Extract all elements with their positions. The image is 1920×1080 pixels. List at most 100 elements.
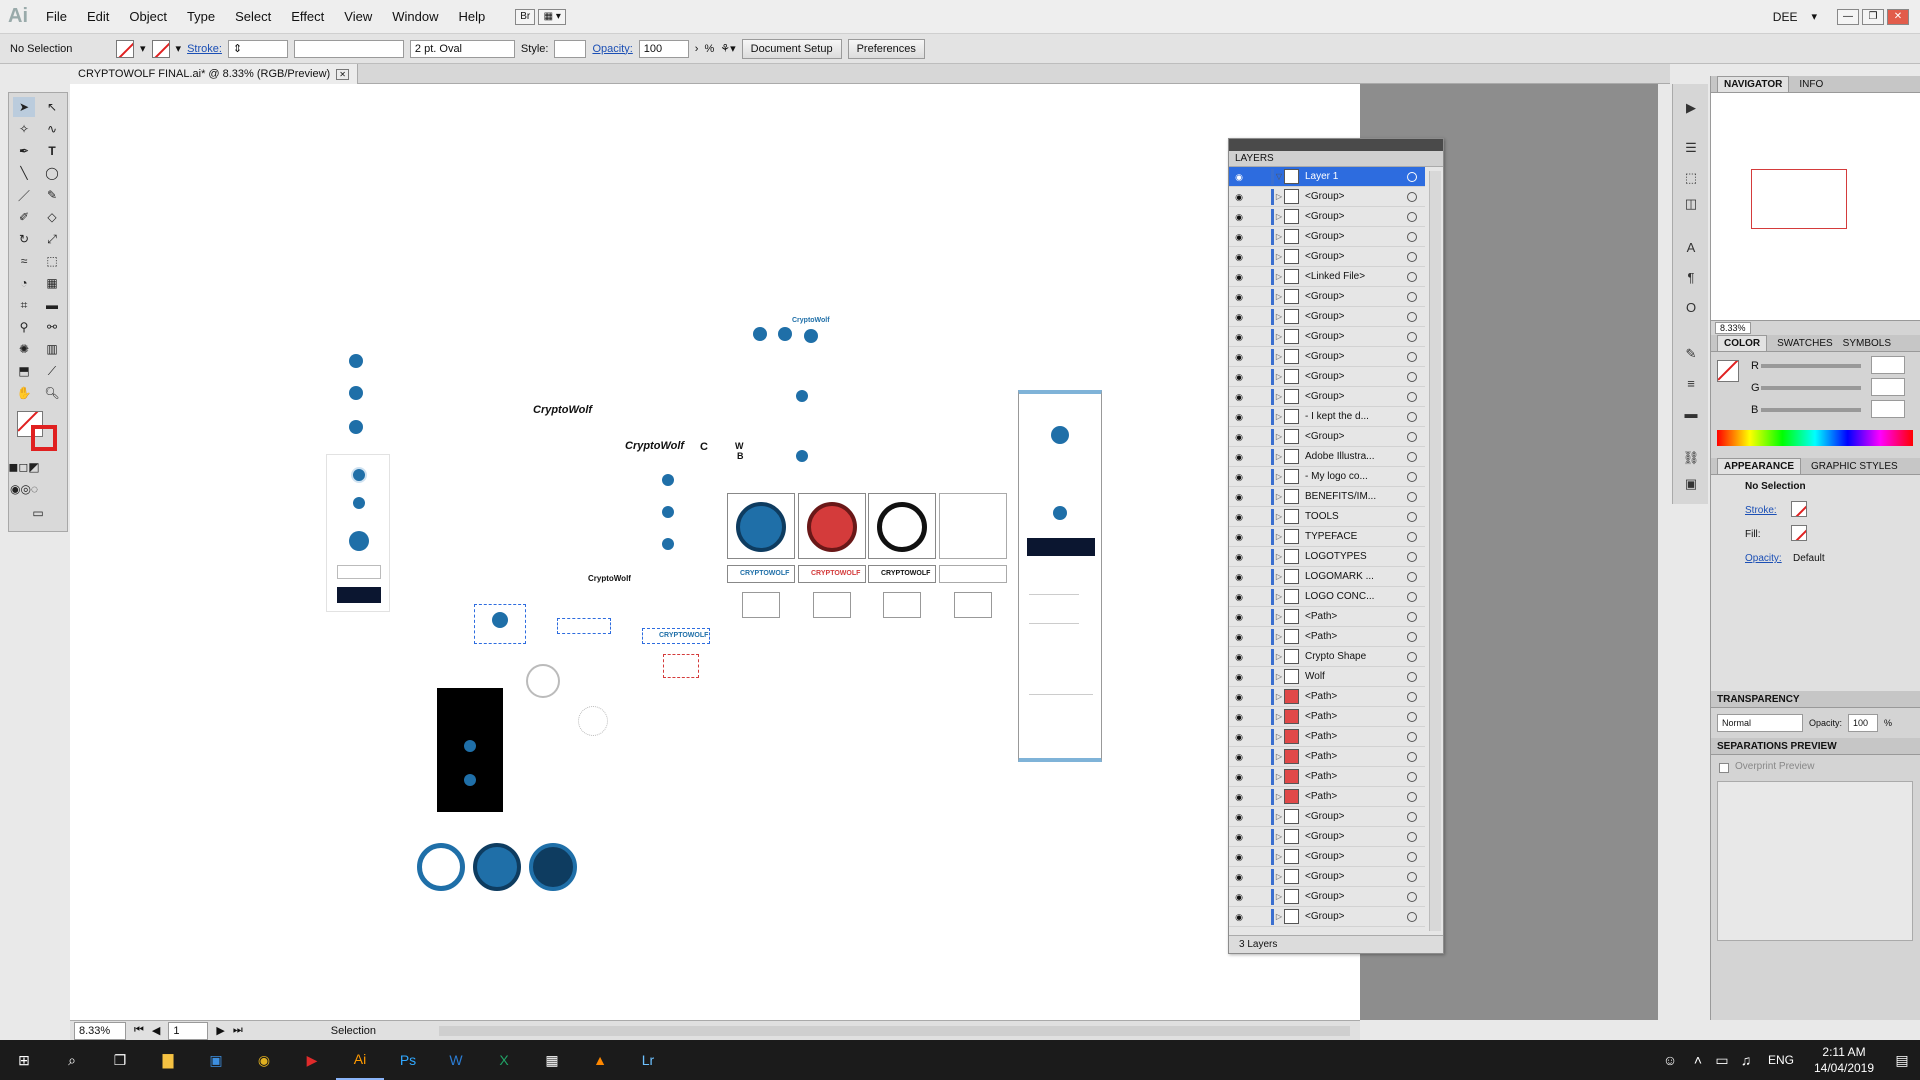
layer-row[interactable]: ◉▷<Path>: [1229, 687, 1425, 707]
expand-triangle-icon[interactable]: ▷: [1275, 332, 1283, 341]
tab-color[interactable]: COLOR: [1717, 335, 1768, 351]
layers-tab[interactable]: LAYERS: [1229, 151, 1443, 167]
layers-scrollbar[interactable]: [1429, 171, 1441, 931]
store-icon[interactable]: ▣: [209, 1051, 223, 1068]
pencil-icon[interactable]: ✎: [46, 188, 58, 202]
color-r-slider[interactable]: [1761, 364, 1861, 368]
layer-row[interactable]: ◉▷<Group>: [1229, 367, 1425, 387]
close-button[interactable]: ✕: [1887, 8, 1909, 25]
target-circle-icon[interactable]: [1407, 371, 1417, 382]
expand-triangle-icon[interactable]: ▷: [1275, 532, 1283, 541]
tab-appearance[interactable]: APPEARANCE: [1717, 458, 1802, 474]
start-icon[interactable]: ⊞: [18, 1051, 30, 1068]
color-b-field[interactable]: [1871, 400, 1905, 418]
target-circle-icon[interactable]: [1407, 671, 1417, 682]
layer-row[interactable]: ◉▷<Path>: [1229, 767, 1425, 787]
hand-tool-icon[interactable]: ✋: [16, 386, 32, 400]
image-trace-icon[interactable]: ▣: [1684, 476, 1698, 491]
target-circle-icon[interactable]: [1407, 551, 1417, 562]
layer-row[interactable]: ◉▷- My logo co...: [1229, 467, 1425, 487]
last-artboard-icon[interactable]: ⏭: [232, 1024, 243, 1036]
brush-field[interactable]: 2 pt. Oval: [409, 39, 515, 58]
visibility-eye-icon[interactable]: ◉: [1235, 391, 1243, 402]
workspace-dropdown-icon[interactable]: ▾: [1811, 11, 1817, 23]
paintbrush-icon[interactable]: ／: [17, 188, 30, 203]
menu-edit[interactable]: Edit: [86, 8, 110, 24]
tab-navigator[interactable]: NAVIGATOR: [1717, 76, 1790, 92]
stroke-swatch[interactable]: [151, 39, 170, 58]
appearance-stroke-swatch[interactable]: [1791, 501, 1807, 517]
document-setup-button[interactable]: Document Setup: [741, 38, 842, 59]
visibility-eye-icon[interactable]: ◉: [1235, 651, 1243, 662]
expand-triangle-icon[interactable]: ▷: [1275, 712, 1283, 721]
expand-triangle-icon[interactable]: ▷: [1275, 772, 1283, 781]
task-view-icon[interactable]: ❐: [113, 1051, 127, 1068]
layer-row-layer-1[interactable]: ◉▽Layer 1: [1229, 167, 1425, 187]
expand-triangle-icon[interactable]: ▷: [1275, 252, 1283, 261]
people-icon[interactable]: ☺: [1662, 1052, 1678, 1068]
visibility-eye-icon[interactable]: ◉: [1235, 831, 1243, 842]
layer-row[interactable]: ◉▷<Path>: [1229, 607, 1425, 627]
layer-row[interactable]: ◉▷<Group>: [1229, 307, 1425, 327]
recolor-icon[interactable]: ⚘▾: [720, 43, 736, 55]
visibility-eye-icon[interactable]: ◉: [1235, 291, 1243, 302]
layer-row[interactable]: ◉▷<Path>: [1229, 707, 1425, 727]
pen-tool-icon[interactable]: ✒: [18, 144, 30, 158]
visibility-eye-icon[interactable]: ◉: [1235, 691, 1243, 702]
visibility-eye-icon[interactable]: ◉: [1235, 271, 1243, 282]
visibility-eye-icon[interactable]: ◉: [1235, 771, 1243, 782]
stroke-color-icon[interactable]: [31, 425, 57, 451]
layer-row[interactable]: ◉▷<Path>: [1229, 747, 1425, 767]
target-circle-icon[interactable]: [1407, 531, 1417, 542]
symbol-sprayer-icon[interactable]: ✺: [18, 342, 30, 356]
target-circle-icon[interactable]: [1407, 311, 1417, 322]
fill-stroke-swatches[interactable]: [17, 411, 57, 451]
appearance-fill-swatch[interactable]: [1791, 525, 1807, 541]
menu-type[interactable]: Type: [186, 8, 216, 24]
target-circle-icon[interactable]: [1407, 651, 1417, 662]
layer-row[interactable]: ◉▷TOOLS: [1229, 507, 1425, 527]
expand-triangle-icon[interactable]: ▷: [1275, 212, 1283, 221]
target-circle-icon[interactable]: [1407, 191, 1417, 202]
screen-mode-icon[interactable]: ▭: [32, 506, 44, 520]
style-field[interactable]: [554, 39, 587, 58]
target-circle-icon[interactable]: [1407, 831, 1417, 842]
target-circle-icon[interactable]: [1407, 291, 1417, 302]
shape-builder-icon[interactable]: ◔: [20, 276, 28, 290]
direct-selection-tool-icon[interactable]: ↖: [46, 100, 58, 114]
network-icon[interactable]: ▭: [1715, 1051, 1729, 1068]
color-spectrum[interactable]: [1717, 430, 1913, 446]
stroke-dropdown-icon[interactable]: ▾: [175, 43, 182, 55]
expand-triangle-icon[interactable]: ▽: [1275, 172, 1283, 181]
expand-triangle-icon[interactable]: ▷: [1275, 852, 1283, 861]
excel-icon[interactable]: X: [499, 1052, 509, 1068]
target-circle-icon[interactable]: [1407, 731, 1417, 742]
gradient-panel-icon[interactable]: ▬: [1684, 406, 1698, 421]
expand-triangle-icon[interactable]: ▷: [1275, 672, 1283, 681]
file-explorer-icon[interactable]: ▇: [162, 1051, 174, 1068]
layer-row[interactable]: ◉▷Crypto Shape: [1229, 647, 1425, 667]
expand-triangle-icon[interactable]: ▷: [1275, 792, 1283, 801]
scale-tool-icon[interactable]: ⤢: [47, 231, 57, 246]
target-circle-icon[interactable]: [1407, 711, 1417, 722]
target-circle-icon[interactable]: [1407, 891, 1417, 902]
layer-row[interactable]: ◉▷<Path>: [1229, 627, 1425, 647]
links-icon[interactable]: ⛓: [1682, 450, 1700, 465]
visibility-eye-icon[interactable]: ◉: [1235, 451, 1243, 462]
color-fill-swatch[interactable]: [1717, 360, 1739, 382]
target-circle-icon[interactable]: [1407, 431, 1417, 442]
clock[interactable]: 2:11 AM 14/04/2019: [1804, 1044, 1884, 1076]
visibility-eye-icon[interactable]: ◉: [1235, 371, 1243, 382]
visibility-eye-icon[interactable]: ◉: [1235, 431, 1243, 442]
separations-title[interactable]: SEPARATIONS PREVIEW: [1717, 740, 1837, 752]
visibility-eye-icon[interactable]: ◉: [1235, 551, 1243, 562]
menu-select[interactable]: Select: [235, 8, 272, 24]
youtube-icon[interactable]: ▶: [306, 1051, 318, 1068]
bridge-button[interactable]: Br: [515, 8, 536, 25]
logo-card-black[interactable]: [868, 493, 936, 559]
color-b-slider[interactable]: [1761, 408, 1861, 412]
expand-triangle-icon[interactable]: ▷: [1275, 812, 1283, 821]
magic-wand-icon[interactable]: ✧: [18, 122, 30, 136]
selection-tool-icon[interactable]: ➤: [13, 97, 35, 117]
visibility-eye-icon[interactable]: ◉: [1235, 811, 1243, 822]
